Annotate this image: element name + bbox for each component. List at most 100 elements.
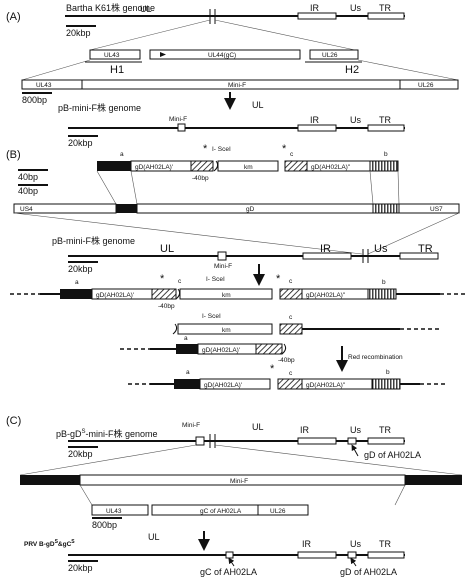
panel-c-tag: (C) <box>6 415 21 427</box>
ul43-box <box>21 79 83 90</box>
ir-label: IR <box>310 3 320 13</box>
km-box <box>217 160 279 172</box>
panel-b: (B) a gD(AH02LA)' -40bp I- SceI * km * c… <box>6 143 468 390</box>
ul43-label: UL43 <box>106 508 122 515</box>
gd-ah02la-label: gD of AH02LA <box>364 450 421 460</box>
km-box <box>177 323 273 335</box>
gd-dprime-label: gD(AH02LA)" <box>306 382 346 389</box>
alignment-guide <box>397 170 400 205</box>
tr-label: TR <box>418 243 433 255</box>
ir-box <box>297 437 337 445</box>
tr-box <box>367 12 405 20</box>
ir-label: IR <box>320 243 331 255</box>
b-label: b <box>384 151 388 158</box>
a-segment <box>174 379 200 389</box>
gd-ah02la-label: gD of AH02LA <box>340 567 397 577</box>
h1-label: H1 <box>110 64 124 76</box>
gc-ah02la-label: gC of AH02LA <box>200 567 257 577</box>
panel-c: (C) pB-gDS-mini-F株 genome Mini-F UL IR U… <box>6 415 463 577</box>
ul26-box <box>399 79 459 90</box>
star-mark: * <box>276 273 281 285</box>
km-label: km <box>244 164 253 171</box>
hatched-segment <box>255 343 283 355</box>
flank-segment <box>20 475 80 485</box>
isce-label: I- SceI <box>212 146 231 153</box>
scale-label: 40bp <box>18 186 38 196</box>
hatched-segment <box>151 288 177 300</box>
a-label: a <box>186 369 190 376</box>
scale-label: 40bp <box>18 172 38 182</box>
gc-insert-box <box>225 551 234 559</box>
star-mark: * <box>203 143 208 155</box>
pointer-arrow-icon <box>228 557 235 567</box>
minif-insert-box <box>217 251 227 261</box>
c-label: c <box>289 370 293 377</box>
us7-box <box>398 203 460 214</box>
tr-label: TR <box>379 3 391 13</box>
hatched-segment <box>277 378 303 390</box>
tr-box <box>399 252 439 260</box>
isce-squiggle <box>172 323 178 335</box>
a-segment <box>60 289 92 299</box>
flank-segment <box>405 475 462 485</box>
alignment-guide <box>367 212 460 255</box>
gd-prime-label: gD(AH02LA)' <box>96 292 134 299</box>
isce-squiggle <box>281 343 287 355</box>
direction-arrow-icon <box>160 52 166 57</box>
isce-squiggle <box>213 160 219 172</box>
scale-label: 20kbp <box>68 449 93 459</box>
gd-box <box>136 203 374 214</box>
ul-label: UL <box>140 4 152 14</box>
star-mark: * <box>160 273 165 285</box>
minif-insert-box <box>177 123 186 132</box>
ul26-box <box>257 504 309 516</box>
ul43-label: UL43 <box>104 52 120 59</box>
ir-box <box>297 124 337 132</box>
us-label: Us <box>350 425 361 435</box>
expansion-guide <box>357 59 459 81</box>
b-segment <box>369 160 399 172</box>
alignment-guide <box>13 212 363 255</box>
us4-label: US4 <box>20 206 33 213</box>
ul44-box <box>149 49 301 60</box>
gd-dprime-label: gD(AH02LA)" <box>311 164 351 171</box>
ul43-label: UL43 <box>36 82 52 89</box>
panel-a-tag: (A) <box>6 11 21 23</box>
expansion-guide <box>214 19 356 51</box>
alignment-guide <box>130 170 138 205</box>
pb-minif-title: pB-mini-F株 genome <box>52 235 135 246</box>
ir-box <box>297 12 337 20</box>
gd-prime-box <box>199 378 271 390</box>
a-label: a <box>75 279 79 286</box>
c-label: c <box>289 278 293 285</box>
minif-label: Mini-F <box>182 422 200 429</box>
tr-box <box>367 124 405 132</box>
ul26-label: UL26 <box>270 508 286 515</box>
a-segment <box>176 344 198 354</box>
us-label: Us <box>350 115 361 125</box>
h2-label: H2 <box>345 64 359 76</box>
us-label: Us <box>350 539 361 549</box>
ul-label: UL <box>148 532 160 542</box>
ul26-label: UL26 <box>322 52 338 59</box>
minus-40bp-label: -40bp <box>158 303 175 310</box>
ul26-label: UL26 <box>418 82 434 89</box>
a-label: a <box>120 151 124 158</box>
b-segment <box>371 378 401 390</box>
isce-label: I- SceI <box>202 313 221 320</box>
tr-label: TR <box>379 425 391 435</box>
isce-label: I- SceI <box>206 276 225 283</box>
us-label: Us <box>374 243 388 255</box>
ir-label: IR <box>300 425 310 435</box>
c-label: c <box>290 151 294 158</box>
c-label: c <box>178 278 182 285</box>
ul44-label: UL44(gC) <box>208 52 236 59</box>
hatched-segment <box>279 323 303 335</box>
a-label: a <box>184 335 188 342</box>
ul43-box <box>89 49 141 60</box>
us7-label: US7 <box>430 206 443 213</box>
expansion-guide <box>394 484 406 506</box>
panel-b-tag: (B) <box>6 149 21 161</box>
alignment-guide <box>96 170 117 205</box>
